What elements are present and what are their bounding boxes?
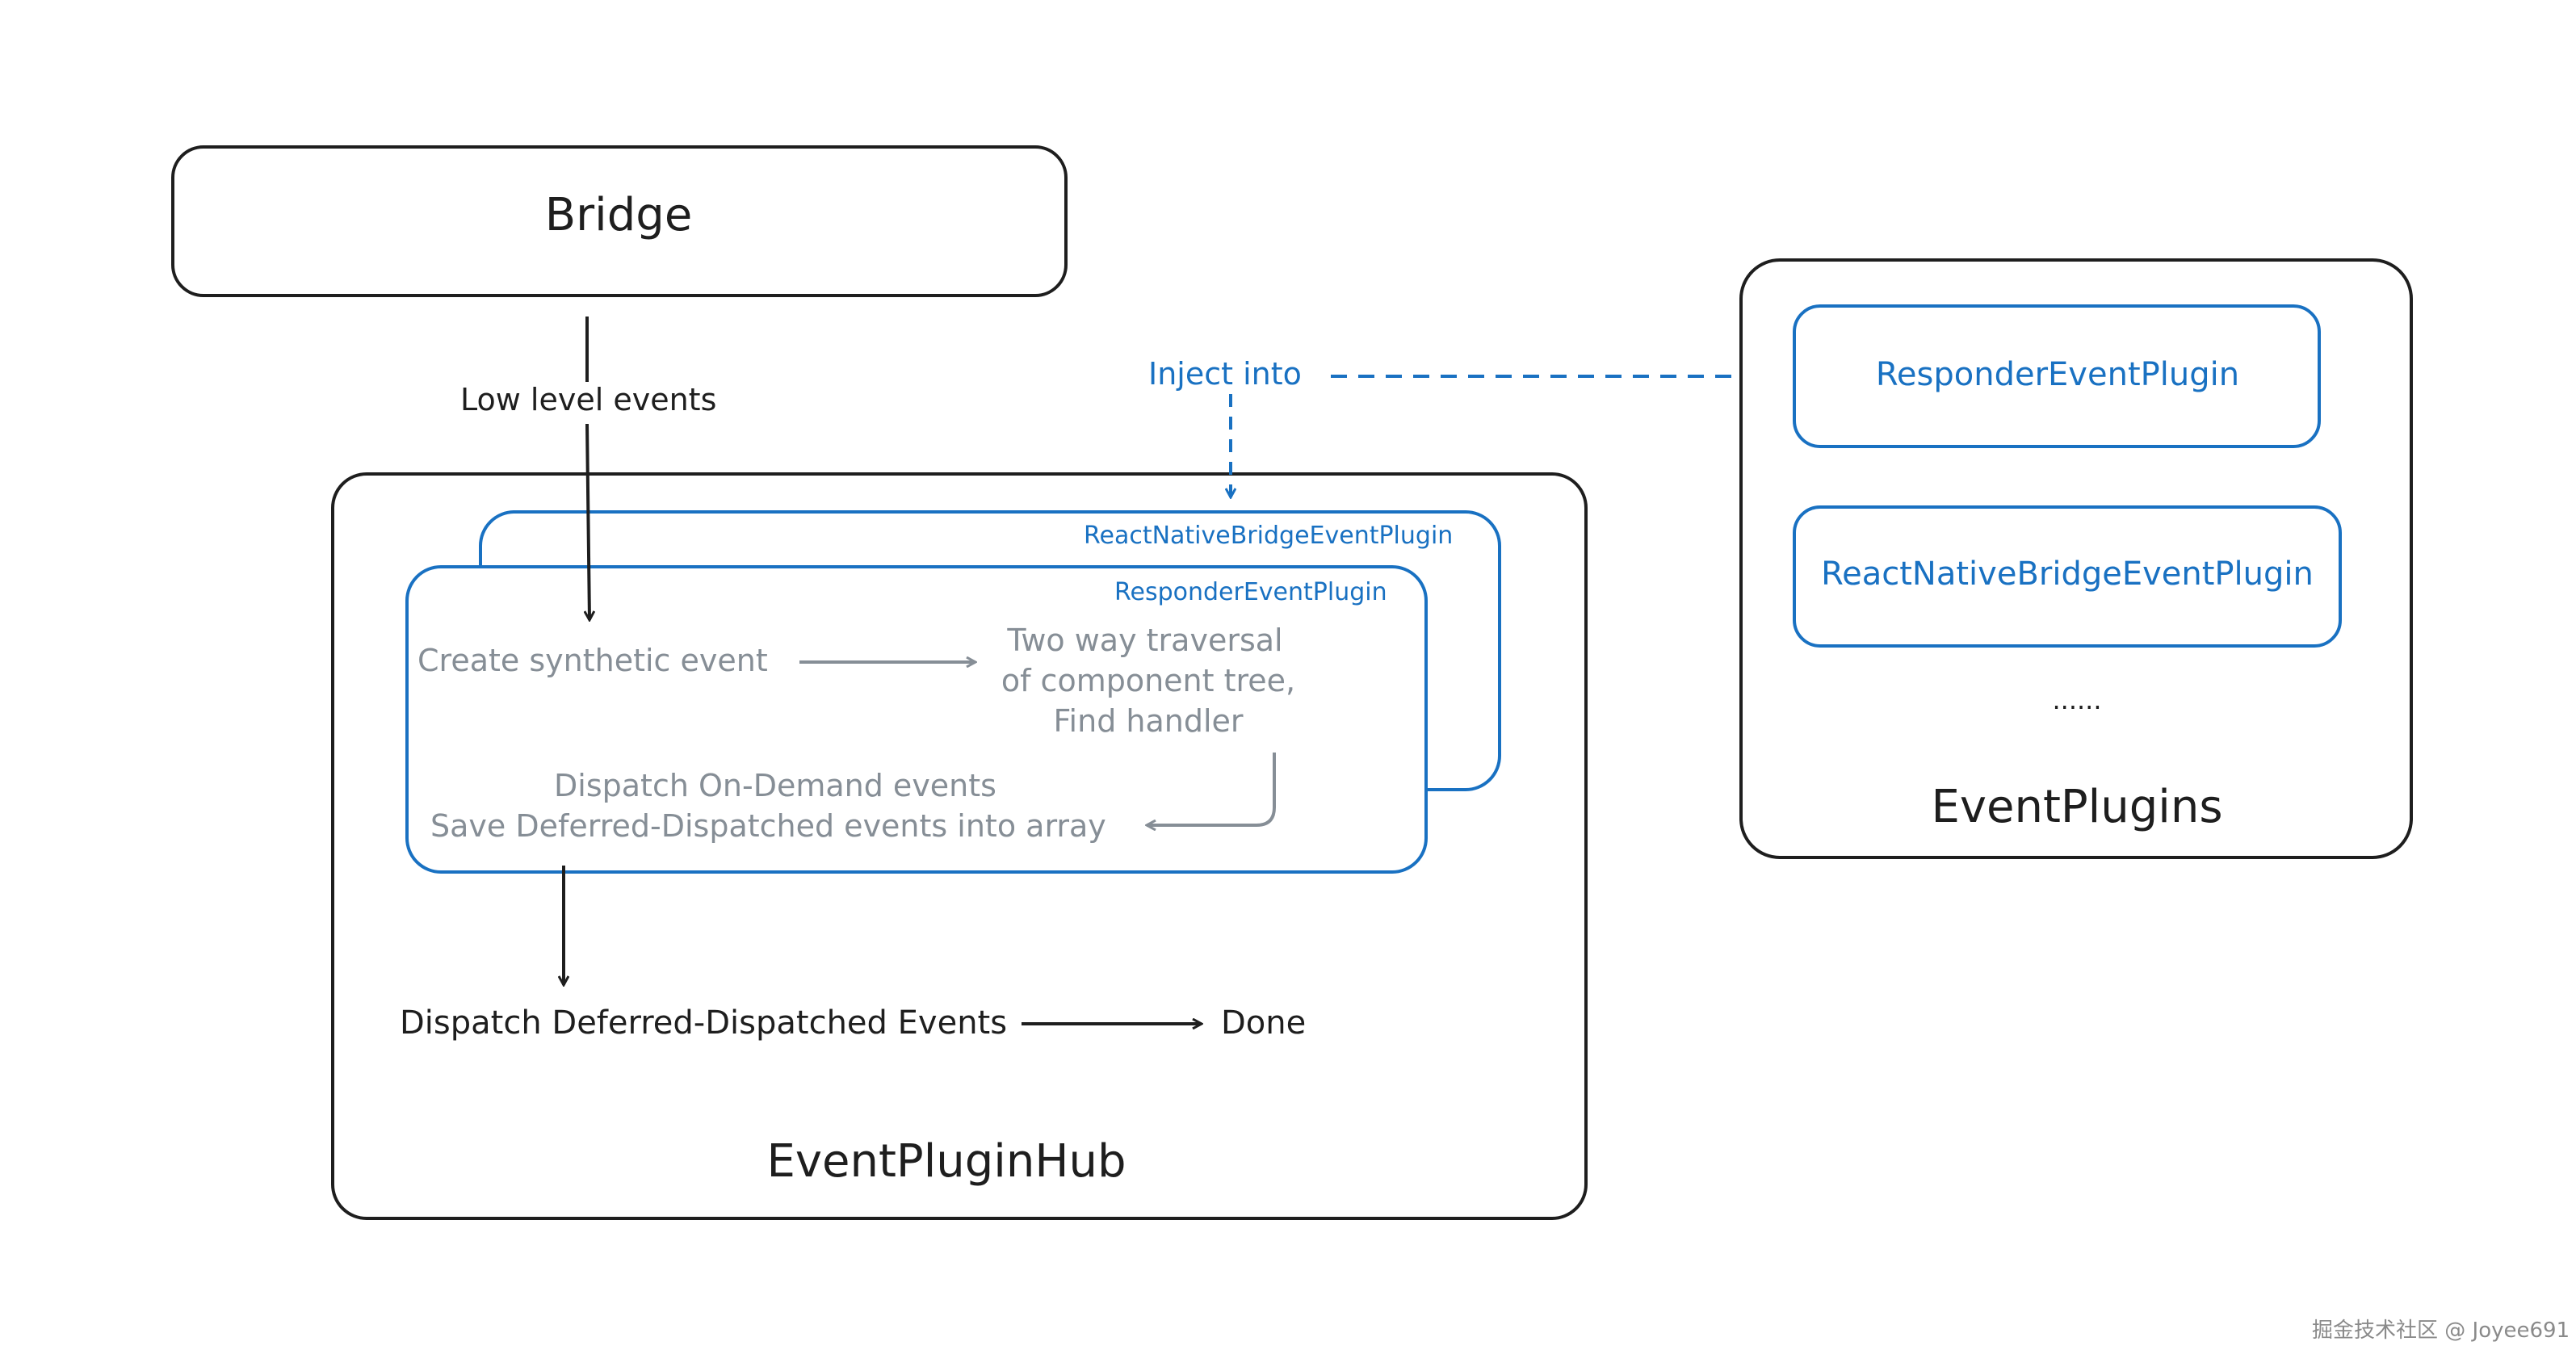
dispatch-step-line-2: Save Deferred-Dispatched events into arr… bbox=[430, 808, 1106, 844]
responder-event-plugin-card bbox=[405, 565, 1428, 874]
responder-event-plugin-card-label: ResponderEventPlugin bbox=[1114, 578, 1387, 606]
low-level-events-label: Low level events bbox=[457, 382, 720, 419]
event-plugin-hub-label: EventPluginHub bbox=[766, 1135, 1126, 1188]
event-plugin-hub-node bbox=[331, 472, 1588, 1220]
inject-into-label: Inject into bbox=[1145, 356, 1305, 393]
event-plugins-label: EventPlugins bbox=[1931, 781, 2223, 833]
traversal-step-line-2: of component tree, bbox=[1001, 663, 1296, 698]
plugin-item-responder-label: ResponderEventPlugin bbox=[1875, 356, 2240, 393]
plugin-item-bridge-label: ReactNativeBridgeEventPlugin bbox=[1821, 556, 2314, 593]
dispatch-deferred-step: Dispatch Deferred-Dispatched Events bbox=[400, 1004, 1008, 1042]
event-plugins-node bbox=[1739, 258, 2413, 859]
bridge-node bbox=[171, 145, 1068, 297]
bridge-label: Bridge bbox=[544, 189, 693, 241]
done-step: Done bbox=[1221, 1004, 1307, 1042]
plugin-item-bridge bbox=[1793, 505, 2342, 648]
traversal-to-dispatch-edge bbox=[1147, 753, 1276, 825]
bridge-event-plugin-card-label: ReactNativeBridgeEventPlugin bbox=[1084, 522, 1454, 550]
plugin-list-more: ...... bbox=[2052, 685, 2102, 715]
plugin-item-responder bbox=[1793, 304, 2321, 448]
low-level-events-edge-lower bbox=[587, 423, 589, 620]
traversal-step-line-3: Find handler bbox=[1053, 703, 1244, 739]
dispatch-step-line-1: Dispatch On-Demand events bbox=[554, 768, 996, 803]
watermark: 掘金技术社区 @ Joyee691 bbox=[2312, 1319, 2570, 1343]
traversal-step-line-1: Two way traversal bbox=[1007, 623, 1283, 658]
create-synthetic-event-step: Create synthetic event bbox=[417, 643, 768, 678]
